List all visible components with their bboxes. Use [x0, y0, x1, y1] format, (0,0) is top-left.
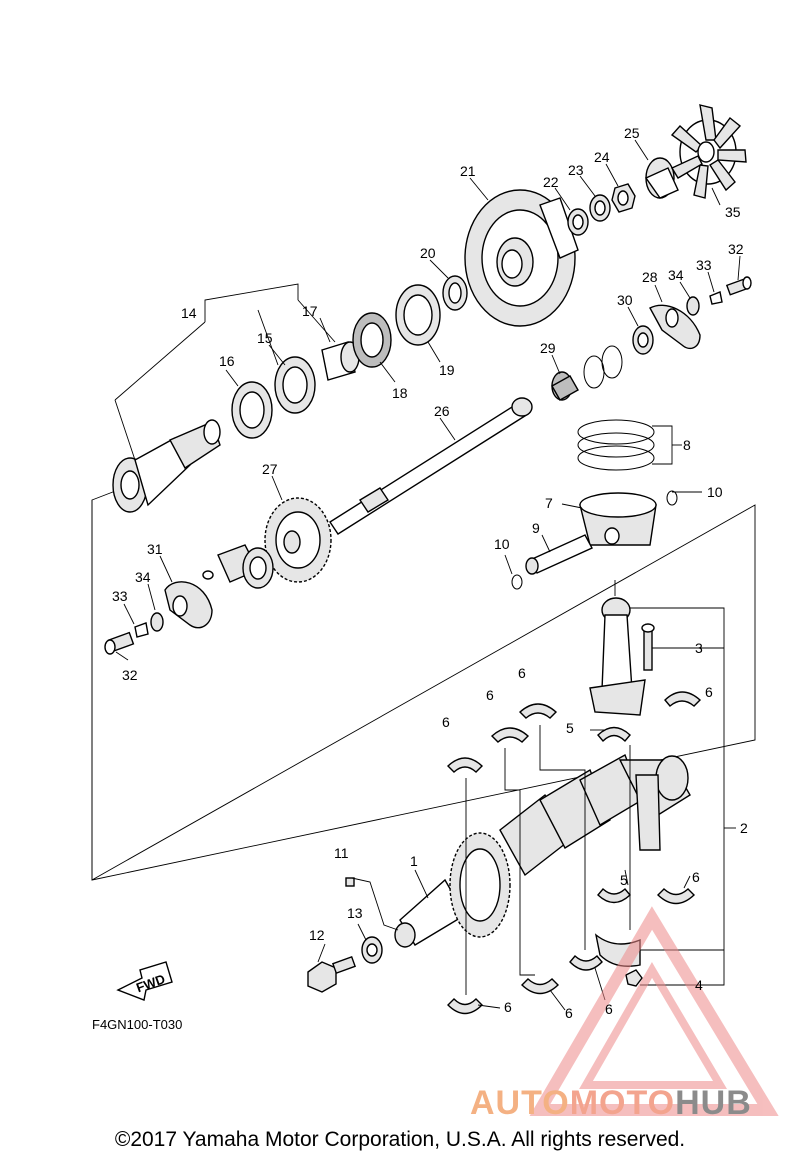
watermark-part3: HUB: [675, 1084, 752, 1122]
clip-33-upper: [709, 291, 723, 305]
circlip-rings: [583, 345, 623, 389]
callout-35: 35: [725, 204, 741, 220]
rod-bolt-3: [641, 623, 655, 671]
drive-shaft-26: [329, 397, 533, 535]
callout-13: 13: [347, 905, 363, 921]
callout-27: 27: [262, 461, 278, 477]
callout-34a: 34: [668, 267, 684, 283]
crankshaft-1: [394, 753, 691, 948]
callout-22: 22: [543, 174, 559, 190]
callout-8: 8: [683, 437, 691, 453]
callout-9: 9: [532, 520, 540, 536]
callout-6g: 6: [565, 1005, 573, 1021]
washer-23: [589, 194, 611, 222]
callout-10a: 10: [707, 484, 723, 500]
gear-holder-31: [164, 581, 213, 629]
callout-6f: 6: [504, 999, 512, 1015]
drawing-code: F4GN100-T030: [92, 1017, 182, 1032]
callout-2: 2: [740, 820, 748, 836]
callout-10b: 10: [494, 536, 510, 552]
nut-24: [611, 183, 636, 213]
callout-1: 1: [410, 853, 418, 869]
bolt-12: [307, 955, 357, 993]
connecting-rod-2: [589, 597, 646, 716]
coupling-21: [464, 189, 579, 327]
callout-34b: 34: [135, 569, 151, 585]
callout-28: 28: [642, 269, 658, 285]
collar-17: [321, 341, 360, 381]
callout-6e: 6: [692, 869, 700, 885]
bearing-plate: [202, 544, 274, 589]
callout-30: 30: [617, 292, 633, 308]
callout-15: 15: [257, 330, 273, 346]
collar-25: [644, 157, 679, 199]
callout-33a: 33: [696, 257, 712, 273]
callout-26: 26: [434, 403, 450, 419]
callout-25: 25: [624, 125, 640, 141]
piston-rings-8: [577, 419, 655, 471]
oil-seal-19: [395, 284, 441, 346]
clip-10-left: [511, 574, 523, 590]
callout-6h: 6: [605, 1001, 613, 1017]
callout-31: 31: [147, 541, 163, 557]
clip-33-lower: [134, 622, 149, 638]
impeller-35: [670, 104, 747, 199]
callouts: 1 2 3 4 5 5 6 6 6 6 6 6 6 6 7 8 9 10 10 …: [112, 125, 748, 1021]
clip-10-right: [666, 490, 678, 506]
callout-5b: 5: [620, 872, 628, 888]
callout-32a: 32: [728, 241, 744, 257]
callout-3: 3: [695, 640, 703, 656]
callout-11: 11: [334, 845, 349, 861]
callout-24: 24: [594, 149, 610, 165]
callout-18: 18: [392, 385, 408, 401]
idler-gear-27: [264, 497, 332, 583]
callout-17: 17: [302, 303, 318, 319]
callout-6b: 6: [486, 687, 494, 703]
callout-20: 20: [420, 245, 436, 261]
callout-23: 23: [568, 162, 584, 178]
watermark-part1: AUTO: [470, 1084, 570, 1122]
oil-seal-18: [352, 312, 392, 368]
bolt-32-lower: [104, 631, 135, 655]
callout-19: 19: [439, 362, 455, 378]
callout-14: 14: [181, 305, 197, 321]
washer-22: [567, 208, 589, 236]
gear-holder-28: [649, 304, 701, 350]
washer-34-upper: [686, 296, 700, 316]
washer-13: [361, 936, 383, 964]
bearing-16: [231, 381, 273, 439]
leader-lines: [114, 139, 741, 1011]
bolt-32-upper: [725, 276, 752, 296]
callout-29: 29: [540, 340, 556, 356]
callout-21: 21: [460, 163, 476, 179]
bearing-shells: [446, 691, 702, 1015]
callout-7: 7: [545, 495, 553, 511]
callout-4: 4: [695, 977, 703, 993]
needle-bearing-29: [551, 371, 579, 401]
fwd-arrow-icon: FWD: [116, 961, 173, 1001]
washer-34-lower: [150, 612, 164, 632]
dowel-pin-11: [345, 877, 355, 887]
callout-12: 12: [309, 927, 325, 943]
watermark-logo: [529, 906, 779, 1116]
fwd-label: FWD: [134, 971, 167, 995]
copyright-notice: ©2017 Yamaha Motor Corporation, U.S.A. A…: [114, 1128, 686, 1151]
callout-6c: 6: [518, 665, 526, 681]
washer-20: [442, 275, 468, 311]
callout-33b: 33: [112, 588, 128, 604]
watermark-text: AUTOMOTOHUB: [470, 1084, 752, 1123]
callout-16: 16: [219, 353, 235, 369]
output-shaft-assembly: [112, 419, 221, 513]
watermark-part2: MOTO: [569, 1084, 676, 1122]
callout-32b: 32: [122, 667, 138, 683]
piston-pin-9: [525, 534, 593, 575]
callout-5a: 5: [566, 720, 574, 736]
callout-6a: 6: [442, 714, 450, 730]
piston-7: [579, 492, 657, 546]
bearing-15: [274, 356, 316, 414]
callout-6d: 6: [705, 684, 713, 700]
washer-30: [632, 325, 654, 355]
